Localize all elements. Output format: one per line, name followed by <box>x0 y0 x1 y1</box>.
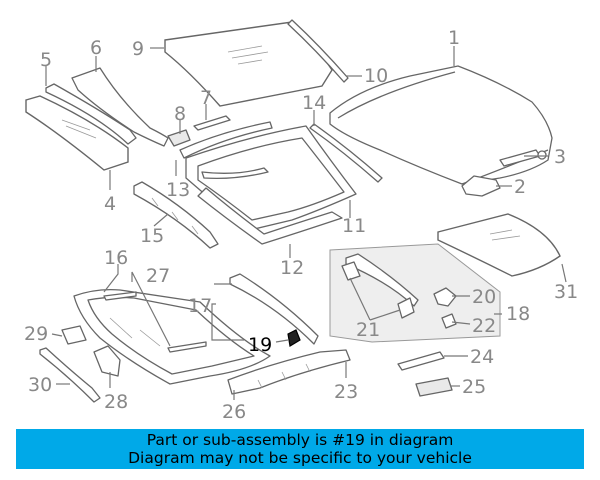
callout-labels: 1 2 3 4 5 6 7 8 9 10 11 12 13 14 15 16 1… <box>24 27 578 420</box>
part-1-roof-panel <box>329 65 553 185</box>
callout-24: 24 <box>470 346 494 368</box>
callout-25: 25 <box>462 376 486 398</box>
part-25-bracket <box>415 377 453 397</box>
part-11-frame <box>185 125 357 231</box>
part-13-rail <box>179 121 273 159</box>
part-17-rail <box>229 273 319 345</box>
callout-11: 11 <box>342 215 366 237</box>
callout-17: 17 <box>188 295 212 317</box>
part-15-rail <box>133 181 219 249</box>
part-31-glass <box>437 213 561 277</box>
callout-12: 12 <box>280 257 304 279</box>
part-10-strip <box>287 19 349 83</box>
part-18-group <box>329 243 501 343</box>
part-7-clip <box>193 115 231 131</box>
part-14-strip <box>309 123 383 183</box>
banner-line-2: Diagram may not be specific to your vehi… <box>128 449 472 467</box>
part-9-glass-panel <box>164 21 333 107</box>
part-6-bracket <box>71 67 169 147</box>
part-8-bracket <box>167 129 191 147</box>
callout-31: 31 <box>554 281 578 303</box>
part-16-frame <box>73 288 271 385</box>
callout-2: 2 <box>514 176 526 198</box>
callout-29: 29 <box>24 323 48 345</box>
callout-5: 5 <box>40 49 52 71</box>
callout-3: 3 <box>554 146 566 168</box>
callout-7: 7 <box>200 87 212 109</box>
callout-9: 9 <box>132 38 144 60</box>
callout-23: 23 <box>334 381 358 403</box>
leader-lines <box>45 46 567 400</box>
part-28-motor <box>93 345 121 377</box>
part-4-rear-glass <box>25 95 129 171</box>
parts-diagram: 1 2 3 4 5 6 7 8 9 10 11 12 13 14 15 16 1… <box>24 19 578 420</box>
callout-6: 6 <box>90 37 102 59</box>
part-27-strip-b <box>167 341 207 353</box>
part-5-seal <box>45 83 137 145</box>
part-30-cable <box>39 347 101 403</box>
callout-22: 22 <box>472 315 496 337</box>
part-27-strip <box>103 291 137 301</box>
info-banner: Part or sub-assembly is #19 in diagram D… <box>16 429 584 469</box>
part-12-seal <box>197 167 343 245</box>
part-26-rail <box>227 349 351 395</box>
callout-28: 28 <box>104 391 128 413</box>
callout-20: 20 <box>472 286 496 308</box>
callout-18: 18 <box>506 303 530 325</box>
callout-1: 1 <box>448 27 460 49</box>
part-19-component <box>287 329 301 347</box>
callout-30: 30 <box>28 374 52 396</box>
banner-line-1: Part or sub-assembly is #19 in diagram <box>146 431 454 449</box>
callout-21: 21 <box>356 319 380 341</box>
callout-10: 10 <box>364 65 388 87</box>
callout-8: 8 <box>174 103 186 125</box>
callout-15: 15 <box>140 225 164 247</box>
callout-4: 4 <box>104 193 116 215</box>
part-24-trim <box>397 351 445 371</box>
callout-13: 13 <box>166 179 190 201</box>
part-2-hinge <box>461 175 501 197</box>
callout-26: 26 <box>222 401 246 420</box>
callout-14: 14 <box>302 92 326 114</box>
part-3-strut <box>499 149 547 167</box>
callout-19: 19 <box>248 334 272 356</box>
callout-16: 16 <box>104 247 128 269</box>
part-29-module <box>61 325 87 345</box>
callout-27: 27 <box>146 265 170 287</box>
